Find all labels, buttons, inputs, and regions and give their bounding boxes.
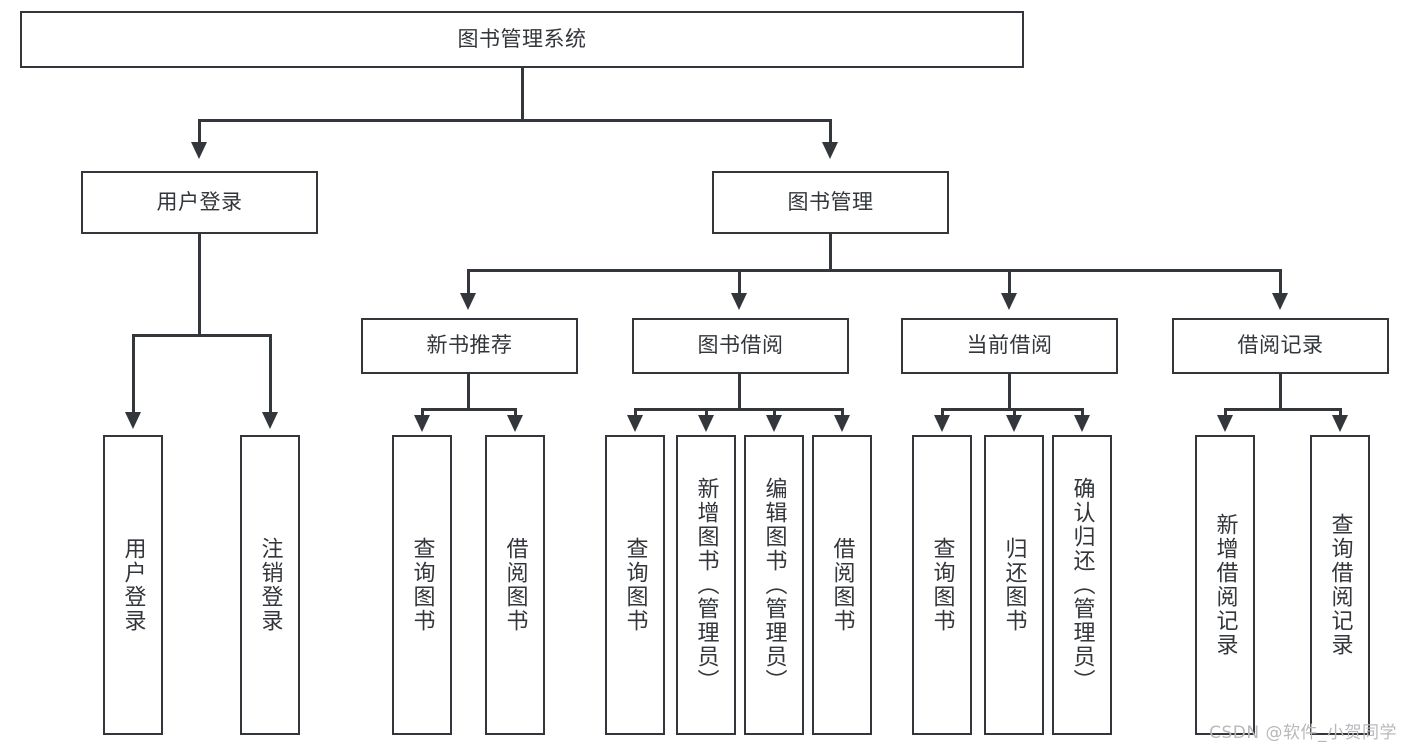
leaf-confirm-return-admin[interactable]: 确认归还（管理员）: [1052, 435, 1112, 735]
arrowhead-leaf-add-record: [1217, 415, 1233, 432]
arrowhead-leaf-query-book-1: [414, 415, 430, 432]
leaf-label: 查询借阅记录: [1327, 513, 1353, 657]
leaf-label: 查询图书: [622, 537, 648, 633]
edge-drop-leaf-add-record: [1224, 408, 1227, 419]
csdn-watermark: CSDN @软件_小贺同学: [1209, 723, 1397, 743]
arrowhead-new-book: [460, 293, 476, 310]
node-label: 借阅记录: [1237, 333, 1324, 358]
arrowhead-book-manage: [822, 142, 838, 159]
arrowhead-leaf-query-book-3: [934, 415, 950, 432]
edge-drop-leaf-query-record: [1339, 408, 1342, 419]
arrowhead-leaf-add-book: [698, 415, 714, 432]
edge-current-borrow-bus: [941, 408, 1081, 411]
node-label: 图书管理: [787, 189, 874, 214]
edge-drop-leaf-query-book-3: [941, 408, 944, 419]
arrowhead-leaf-borrow-book-2: [834, 415, 850, 432]
arrowhead-leaf-edit-book: [766, 415, 782, 432]
arrowhead-current-borrow: [1001, 293, 1017, 310]
edge-user-login-stem: [198, 234, 201, 336]
edge-drop-leaf-confirm-return: [1081, 408, 1084, 419]
edge-drop-leaf-edit-book: [773, 408, 776, 419]
edge-level3-bus: [467, 269, 1281, 272]
leaf-label: 查询图书: [409, 537, 435, 633]
leaf-query-borrow-record[interactable]: 查询借阅记录: [1310, 435, 1370, 735]
edge-drop-book-manage: [829, 119, 832, 147]
edge-drop-leaf-query-book-1: [421, 408, 424, 419]
leaf-borrow-book-recommend[interactable]: 借阅图书: [485, 435, 545, 735]
leaf-label: 用户登录: [120, 537, 146, 633]
arrowhead-leaf-query-record: [1332, 415, 1348, 432]
node-borrow-record[interactable]: 借阅记录: [1172, 318, 1389, 374]
edge-drop-current-borrow: [1008, 269, 1011, 297]
edge-new-book-stem: [467, 374, 470, 410]
edge-new-book-bus: [421, 408, 516, 411]
arrowhead-user-login: [191, 142, 207, 159]
arrowhead-leaf-confirm-return: [1074, 415, 1090, 432]
edge-user-login-bus: [132, 334, 270, 337]
node-book-manage[interactable]: 图书管理: [712, 171, 949, 234]
leaf-label: 新增借阅记录: [1212, 513, 1238, 657]
edge-book-borrow-bus: [634, 408, 842, 411]
arrowhead-leaf-user-login: [125, 412, 141, 429]
edge-drop-user-login: [198, 119, 201, 147]
edge-drop-borrow-record: [1279, 269, 1282, 297]
leaf-label: 确认归还（管理员）: [1069, 477, 1095, 693]
leaf-label: 归还图书: [1001, 537, 1027, 633]
arrowhead-borrow-record: [1272, 293, 1288, 310]
edge-borrow-record-stem: [1279, 374, 1282, 410]
node-label: 当前借阅: [966, 333, 1053, 358]
node-label: 图书管理系统: [457, 26, 587, 51]
leaf-query-book-borrow[interactable]: 查询图书: [605, 435, 665, 735]
leaf-user-login[interactable]: 用户登录: [103, 435, 163, 735]
leaf-label: 新增图书（管理员）: [693, 477, 719, 693]
edge-book-manage-stem: [829, 234, 832, 271]
node-book-borrow[interactable]: 图书借阅: [632, 318, 849, 374]
leaf-query-book-current[interactable]: 查询图书: [912, 435, 972, 735]
edge-level2-bus: [198, 119, 832, 122]
edge-current-borrow-stem: [1008, 374, 1011, 410]
edge-drop-leaf-return-book: [1013, 408, 1016, 419]
edge-drop-leaf-add-book: [705, 408, 708, 419]
leaf-label: 借阅图书: [829, 537, 855, 633]
leaf-query-book-recommend[interactable]: 查询图书: [392, 435, 452, 735]
leaf-add-borrow-record[interactable]: 新增借阅记录: [1195, 435, 1255, 735]
leaf-label: 注销登录: [257, 537, 283, 633]
edge-drop-new-book: [467, 269, 470, 297]
node-label: 用户登录: [156, 189, 243, 214]
edge-drop-leaf-user-login: [132, 334, 135, 416]
arrowhead-book-borrow: [731, 293, 747, 310]
leaf-borrow-book-borrow[interactable]: 借阅图书: [812, 435, 872, 735]
arrowhead-leaf-return-book: [1006, 415, 1022, 432]
leaf-label: 查询图书: [929, 537, 955, 633]
node-label: 图书借阅: [697, 333, 784, 358]
edge-drop-leaf-logout: [269, 334, 272, 416]
node-root-system[interactable]: 图书管理系统: [20, 11, 1024, 68]
edge-borrow-record-bus: [1224, 408, 1341, 411]
leaf-label: 借阅图书: [502, 537, 528, 633]
edge-drop-leaf-borrow-book-2: [841, 408, 844, 419]
leaf-label: 编辑图书（管理员）: [761, 477, 787, 693]
leaf-return-book[interactable]: 归还图书: [984, 435, 1044, 735]
arrowhead-leaf-logout: [262, 412, 278, 429]
edge-root-stem: [521, 68, 524, 120]
edge-drop-leaf-query-book-2: [634, 408, 637, 419]
node-new-book-recommend[interactable]: 新书推荐: [361, 318, 578, 374]
node-user-login[interactable]: 用户登录: [81, 171, 318, 234]
leaf-edit-book-admin[interactable]: 编辑图书（管理员）: [744, 435, 804, 735]
edge-book-borrow-stem: [738, 374, 741, 410]
leaf-add-book-admin[interactable]: 新增图书（管理员）: [676, 435, 736, 735]
edge-drop-book-borrow: [738, 269, 741, 297]
node-current-borrow[interactable]: 当前借阅: [901, 318, 1118, 374]
edge-drop-leaf-borrow-book-1: [514, 408, 517, 419]
arrowhead-leaf-query-book-2: [627, 415, 643, 432]
node-label: 新书推荐: [426, 333, 513, 358]
leaf-logout[interactable]: 注销登录: [240, 435, 300, 735]
arrowhead-leaf-borrow-book-1: [507, 415, 523, 432]
